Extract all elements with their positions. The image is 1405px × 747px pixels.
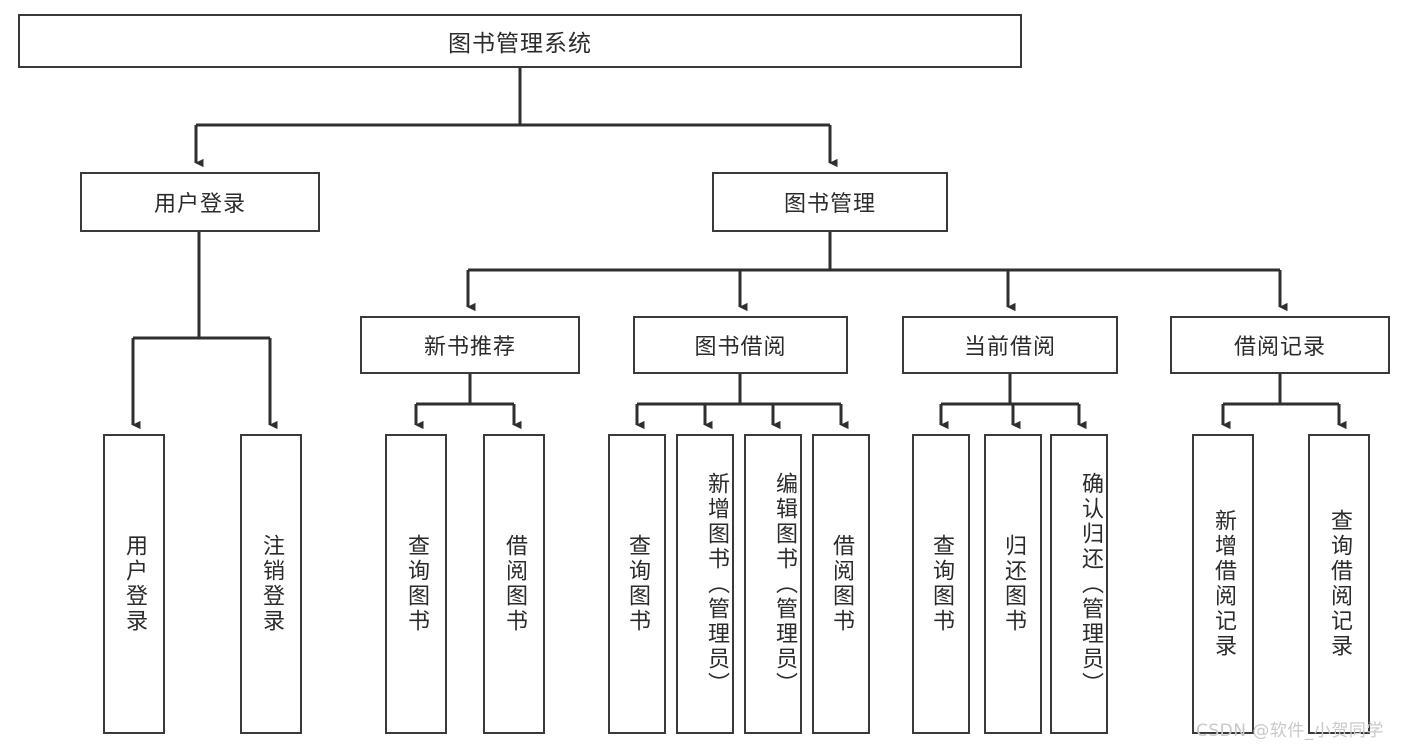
- leaf-user-login-label: 用户登录: [122, 534, 147, 634]
- node-book-borrow[interactable]: 图书借阅: [633, 316, 848, 374]
- leaf-borrow-borrow-book-label: 借阅图书: [829, 534, 854, 634]
- leaf-logout-login[interactable]: 注销登录: [240, 434, 302, 734]
- leaf-records-add-record[interactable]: 新增借阅记录: [1192, 434, 1254, 734]
- leaf-new-books-borrow-book[interactable]: 借阅图书: [483, 434, 545, 734]
- node-book-borrow-label: 图书借阅: [694, 335, 787, 360]
- leaf-borrow-add-book-admin-label: 新增图书（管理员）: [704, 471, 729, 697]
- leaf-borrow-add-book-admin[interactable]: 新增图书（管理员）: [676, 434, 734, 734]
- node-book-management-label: 图书管理: [783, 192, 876, 217]
- leaf-borrow-edit-book-admin-label: 编辑图书（管理员）: [772, 471, 797, 697]
- node-root-label: 图书管理系统: [448, 31, 592, 57]
- node-new-book-recommend-label: 新书推荐: [423, 335, 516, 360]
- node-user-login-label: 用户登录: [153, 192, 246, 217]
- leaf-borrow-edit-book-admin[interactable]: 编辑图书（管理员）: [744, 434, 802, 734]
- leaf-records-query-record-label: 查询借阅记录: [1327, 509, 1352, 659]
- leaf-new-books-query-book-label: 查询图书: [404, 534, 429, 634]
- leaf-current-confirm-return-admin-label: 确认归还（管理员）: [1078, 471, 1103, 697]
- node-borrow-records-label: 借阅记录: [1233, 335, 1326, 360]
- leaf-records-add-record-label: 新增借阅记录: [1211, 509, 1236, 659]
- leaf-current-return-book-label: 归还图书: [1001, 534, 1026, 634]
- leaf-new-books-query-book[interactable]: 查询图书: [385, 434, 447, 734]
- leaf-user-login[interactable]: 用户登录: [103, 434, 165, 734]
- node-borrow-records[interactable]: 借阅记录: [1170, 316, 1390, 374]
- leaf-current-query-book-label: 查询图书: [929, 534, 954, 634]
- node-root-system[interactable]: 图书管理系统: [18, 14, 1022, 68]
- node-new-book-recommend[interactable]: 新书推荐: [360, 316, 580, 374]
- leaf-borrow-query-book-label: 查询图书: [625, 534, 650, 634]
- leaf-current-return-book[interactable]: 归还图书: [984, 434, 1042, 734]
- leaf-records-query-record[interactable]: 查询借阅记录: [1308, 434, 1370, 734]
- node-user-login[interactable]: 用户登录: [80, 172, 320, 232]
- leaf-current-confirm-return-admin[interactable]: 确认归还（管理员）: [1050, 434, 1108, 734]
- leaf-current-query-book[interactable]: 查询图书: [912, 434, 970, 734]
- leaf-borrow-borrow-book[interactable]: 借阅图书: [812, 434, 870, 734]
- leaf-new-books-borrow-book-label: 借阅图书: [502, 534, 527, 634]
- node-current-borrow-label: 当前借阅: [963, 335, 1056, 360]
- node-book-management[interactable]: 图书管理: [712, 172, 948, 232]
- leaf-logout-login-label: 注销登录: [259, 534, 284, 634]
- leaf-borrow-query-book[interactable]: 查询图书: [608, 434, 666, 734]
- node-current-borrow[interactable]: 当前借阅: [902, 316, 1118, 374]
- csdn-watermark: CSDN @软件_小贺同学: [1196, 721, 1384, 741]
